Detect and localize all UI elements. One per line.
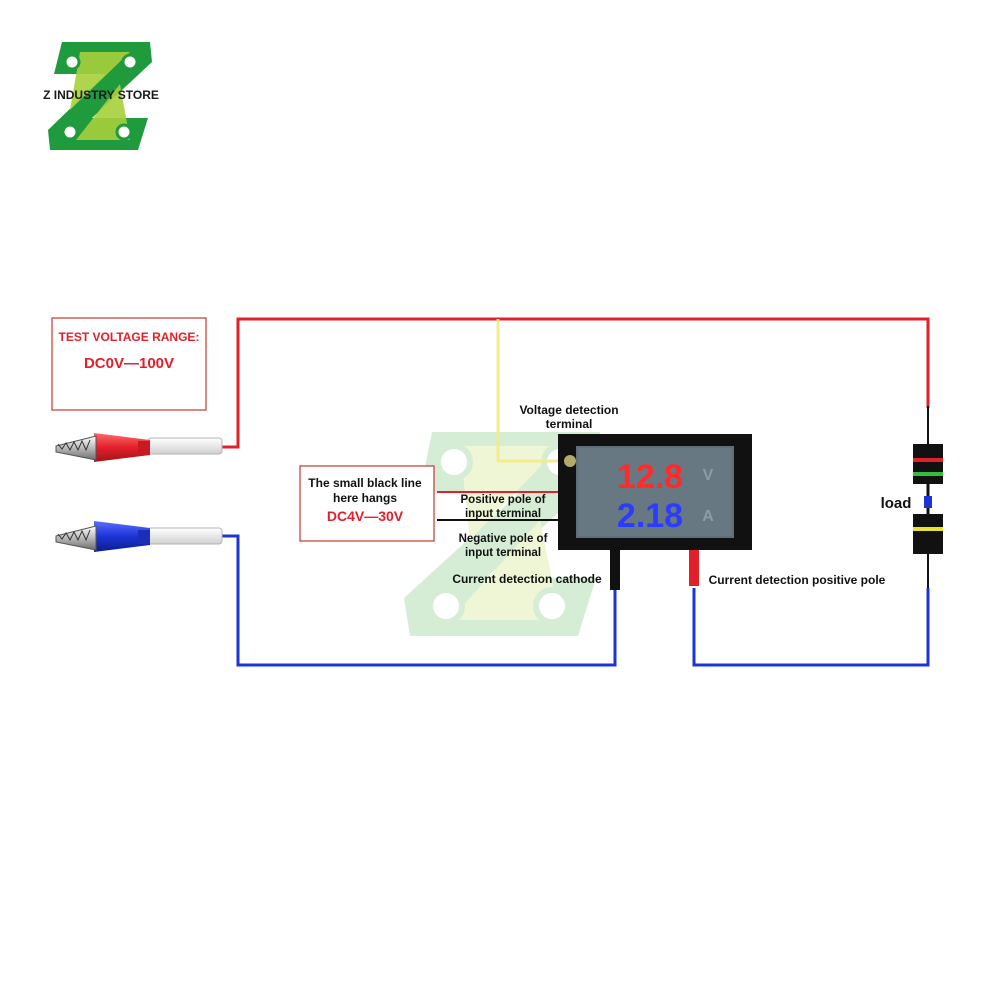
z-watermark-logo [404,432,606,636]
resistor-load-icon [913,406,943,588]
wiring [222,317,930,667]
labels: Voltage detection terminal Positive pole… [452,403,911,587]
negative-input-label-1: Negative pole of [459,533,548,545]
positive-wire [222,317,930,449]
range-title: TEST VOLTAGE RANGE: [59,330,200,344]
blue-alligator-clip [55,521,223,552]
voltage-reading: 12.8 [617,458,683,496]
current-cathode-label: Current detection cathode [452,572,602,586]
hang-line2: here hangs [333,491,397,505]
logo-brand-text: Z INDUSTRY STORE [43,88,159,102]
voltage-terminal-label-1: Voltage detection [519,403,618,417]
hang-value: DC4V—30V [327,508,404,524]
current-cathode-lead [610,548,620,590]
hang-line1: The small black line [308,476,422,490]
current-reading: 2.18 [617,497,683,535]
voltage-sense-wire [496,319,570,463]
current-positive-label: Current detection positive pole [709,573,886,587]
positive-input-label-1: Positive pole of [461,494,546,506]
positive-input-label-2: input terminal [465,508,541,520]
current-unit: A [702,508,714,525]
voltage-unit: V [703,467,714,484]
digital-volt-amp-meter: 12.8 2.18 V A [558,434,752,550]
small-black-line-box: The small black line here hangs DC4V—30V [299,465,435,542]
load-label: load [881,495,912,512]
load-return-wire [692,588,930,667]
voltage-terminal-label-2: terminal [546,417,593,431]
z-industry-logo: Z INDUSTRY STORE [43,42,159,150]
current-positive-lead [689,548,699,586]
red-alligator-clip [55,433,223,462]
negative-wire [222,534,617,667]
range-value: DC0V—100V [84,355,174,372]
negative-input-label-2: input terminal [465,547,541,559]
test-voltage-range-box: TEST VOLTAGE RANGE: DC0V—100V [51,317,207,411]
